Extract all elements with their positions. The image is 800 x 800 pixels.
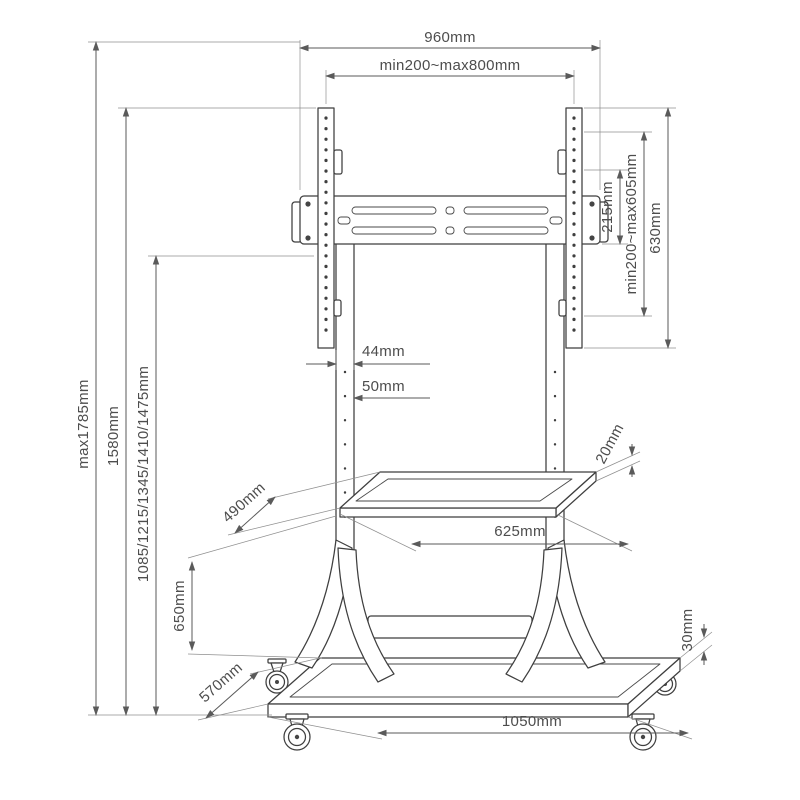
dim-column-depth: 50mm: [353, 378, 430, 402]
middle-shelf: [339, 471, 597, 518]
dim-shelf-width: 625mm: [339, 513, 633, 552]
dim-label-column-depth: 50mm: [362, 378, 405, 395]
rear-left-caster: [265, 658, 289, 694]
dim-label-shelf-width: 625mm: [494, 523, 546, 540]
dim-label-shelf-height: 650mm: [171, 580, 188, 632]
dim-label-plate-height: 215mm: [599, 181, 616, 233]
dim-shelf-thickness: 20mm: [592, 421, 641, 482]
base-platform: [267, 657, 681, 718]
dim-label-frame-height: 1580mm: [105, 406, 122, 466]
dim-label-base-width: 1050mm: [502, 713, 562, 730]
dim-plate-height: 215mm: [584, 169, 628, 245]
dim-base-thickness: 30mm: [679, 609, 713, 672]
dim-top-width: 960mm: [299, 29, 601, 190]
dim-label-vesa-height: min200~max605mm: [623, 154, 640, 295]
right-bracket-rail: [557, 107, 583, 349]
dim-base-width: 1050mm: [267, 713, 693, 740]
dim-label-max-total-height: max1785mm: [75, 379, 92, 468]
lower-crossbar: [367, 615, 533, 639]
dim-label-vesa-width: min200~max800mm: [380, 57, 521, 74]
dim-label-screen-center-heights: 1085/1215/1345/1410/1475mm: [135, 366, 152, 582]
dim-shelf-height: 650mm: [171, 515, 337, 659]
dim-label-base-depth: 570mm: [196, 659, 246, 706]
dim-label-top-width: 960mm: [424, 29, 476, 46]
dim-screen-center-heights: 1085/1215/1345/1410/1475mm: [135, 255, 314, 716]
tv-mounting-plate: [291, 195, 609, 245]
dim-label-shelf-depth: 490mm: [219, 479, 269, 526]
dim-label-base-thickness: 30mm: [679, 609, 696, 652]
stand-legs: [294, 539, 606, 683]
front-right-caster: [629, 713, 657, 751]
dim-label-bracket-height: 630mm: [647, 202, 664, 254]
dim-vesa-height: min200~max605mm: [584, 131, 652, 317]
dim-bracket-height: 630mm: [584, 107, 676, 349]
dim-frame-height: 1580mm: [105, 107, 316, 716]
dim-vesa-width: min200~max800mm: [325, 57, 575, 104]
dim-label-column-width: 44mm: [362, 343, 405, 360]
dim-column-width: 44mm: [306, 343, 430, 370]
front-left-caster: [283, 713, 311, 751]
left-bracket-rail: [317, 107, 343, 349]
dim-max-total-height: max1785mm: [75, 41, 300, 716]
